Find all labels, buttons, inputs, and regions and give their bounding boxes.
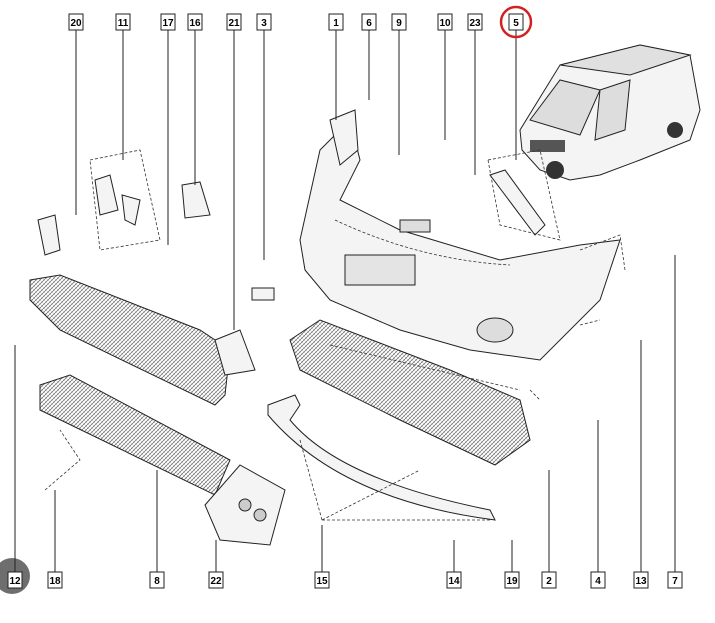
label-14[interactable]: 14: [446, 571, 462, 589]
label-9[interactable]: 9: [391, 13, 407, 31]
label-15[interactable]: 15: [314, 571, 330, 589]
label-7[interactable]: 7: [667, 571, 683, 589]
bracket-part-11: [94, 174, 141, 226]
svg-text:14: 14: [448, 576, 460, 587]
label-19[interactable]: 19: [504, 571, 520, 589]
svg-text:17: 17: [162, 18, 174, 29]
svg-text:20: 20: [70, 18, 82, 29]
lower-grille-part-12: [29, 274, 231, 406]
leader-lines: [14, 30, 676, 572]
label-20[interactable]: 20: [68, 13, 84, 31]
label-23[interactable]: 23: [467, 13, 483, 31]
label-13[interactable]: 13: [633, 571, 649, 589]
svg-text:15: 15: [316, 576, 328, 587]
spoiler-strip-part-14: [267, 394, 496, 521]
label-3[interactable]: 3: [256, 13, 272, 31]
svg-text:8: 8: [154, 576, 160, 587]
svg-text:10: 10: [439, 18, 451, 29]
reflector-part-3: [251, 287, 275, 301]
energy-absorber-part-8: [39, 374, 231, 496]
svg-text:2: 2: [546, 576, 552, 587]
bracket-part-16: [181, 181, 211, 219]
bracket-part-5: [489, 169, 546, 236]
svg-text:23: 23: [469, 18, 481, 29]
svg-text:1: 1: [333, 18, 339, 29]
svg-text:6: 6: [366, 18, 372, 29]
svg-text:13: 13: [635, 576, 647, 587]
label-18[interactable]: 18: [47, 571, 63, 589]
svg-text:11: 11: [118, 18, 129, 29]
bracket-part-21: [214, 329, 256, 376]
label-16[interactable]: 16: [187, 13, 203, 31]
svg-text:3: 3: [261, 18, 267, 29]
label-5[interactable]: 5: [508, 13, 524, 31]
label-21[interactable]: 21: [226, 13, 242, 31]
svg-text:12: 12: [9, 576, 21, 587]
svg-text:5: 5: [513, 18, 519, 29]
undertray-part-2: [289, 319, 531, 466]
svg-text:7: 7: [672, 576, 678, 587]
label-8[interactable]: 8: [149, 571, 165, 589]
svg-text:18: 18: [49, 576, 61, 587]
highlight-circle: [499, 5, 533, 39]
label-12[interactable]: 12: [7, 571, 23, 589]
svg-text:16: 16: [189, 18, 201, 29]
label-6[interactable]: 6: [361, 13, 377, 31]
grille-bracket-part-20: [37, 214, 61, 256]
svg-text:4: 4: [595, 576, 601, 587]
front-bumper-part-1: [299, 109, 621, 361]
van-illustration: [519, 44, 701, 181]
label-2[interactable]: 2: [541, 571, 557, 589]
label-4[interactable]: 4: [590, 571, 606, 589]
svg-text:22: 22: [210, 576, 222, 587]
label-22[interactable]: 22: [208, 571, 224, 589]
svg-text:9: 9: [396, 18, 402, 29]
label-1[interactable]: 1: [328, 13, 344, 31]
svg-text:21: 21: [228, 18, 240, 29]
label-17[interactable]: 17: [160, 13, 176, 31]
svg-text:19: 19: [506, 576, 518, 587]
label-10[interactable]: 10: [437, 13, 453, 31]
label-11[interactable]: 11: [115, 13, 131, 31]
